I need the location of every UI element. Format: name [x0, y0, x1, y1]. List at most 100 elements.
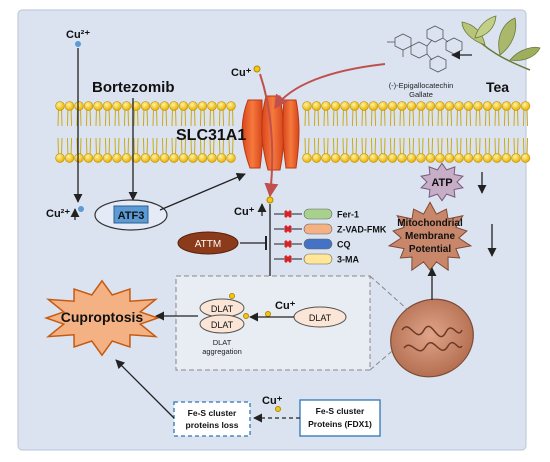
lipid-head — [321, 153, 331, 163]
lipid-head — [169, 153, 179, 163]
lipid-head — [197, 101, 208, 111]
lipid-head — [425, 101, 436, 111]
lipid-head — [416, 101, 426, 111]
lipid-head — [311, 153, 322, 163]
lipid-head — [83, 101, 94, 111]
cu-plus-influx-arrow — [259, 73, 279, 198]
cu-plus-ion-mid — [266, 196, 274, 204]
lipid-head — [359, 153, 369, 163]
lipid-head — [378, 101, 388, 111]
lipid-head — [188, 101, 198, 111]
mmp-label-line3: Potential — [409, 244, 451, 255]
lipid-head — [188, 153, 198, 163]
lipid-head — [207, 101, 217, 111]
fes-fdx1-line1: Fe-S cluster — [316, 406, 365, 416]
block-x-icon: ✖ — [283, 209, 292, 221]
lipid-head — [121, 101, 132, 111]
dlat-single-label: DLAT — [309, 313, 332, 323]
inhibitor-pill — [303, 208, 333, 220]
lipid-head — [492, 101, 502, 111]
dlat-aggregate-2 — [199, 314, 245, 334]
lipid-head — [416, 153, 426, 163]
membrane-heads — [55, 101, 531, 163]
cu-dot-1 — [229, 293, 235, 299]
block-x-icon: ✖ — [283, 224, 292, 236]
lipid-head — [406, 153, 417, 163]
lipid-head — [197, 153, 208, 163]
lipid-head — [112, 101, 122, 111]
atp-starburst — [420, 162, 464, 202]
inhibitor-pill — [303, 238, 333, 250]
lipid-head — [473, 153, 483, 163]
lipid-head — [473, 101, 483, 111]
lipid-head — [216, 153, 227, 163]
lipid-head — [444, 153, 455, 163]
atf3-box — [113, 205, 149, 224]
lipid-head — [311, 101, 322, 111]
inhibitor-pill — [303, 253, 333, 265]
lipid-head — [321, 101, 331, 111]
lipid-head — [150, 101, 160, 111]
mitochondrion-icon — [390, 298, 474, 378]
lipid-head — [93, 101, 103, 111]
atp-label: ATP — [431, 177, 452, 189]
lipid-head — [102, 101, 113, 111]
egcg-label-line2: Gallate — [409, 90, 433, 99]
cu-plus-dlat-label: Cu⁺ — [275, 300, 296, 312]
atf3-label: ATF3 — [118, 210, 145, 222]
lipid-head — [444, 101, 455, 111]
cu2-ion-top — [75, 41, 81, 47]
cu-plus-top-label: Cu⁺ — [231, 67, 252, 79]
inhibitor-label: Z-VAD-FMK — [337, 225, 387, 235]
lipid-head — [435, 101, 445, 111]
egcg-to-slc31a1-arrow — [274, 63, 386, 110]
lipid-head — [359, 101, 369, 111]
lipid-head — [387, 101, 398, 111]
lipid-head — [397, 101, 407, 111]
lipid-head — [492, 153, 502, 163]
lipid-head — [463, 101, 474, 111]
dlat-agg-label-line2: aggregation — [202, 347, 242, 356]
lipid-head — [302, 101, 312, 111]
lipid-head — [140, 153, 151, 163]
lipid-head — [74, 101, 84, 111]
lipid-head — [64, 101, 75, 111]
lipid-head — [93, 153, 103, 163]
cu-dot-2 — [243, 313, 249, 319]
cuproptosis-starburst — [43, 279, 161, 357]
inhibitor-label: CQ — [337, 240, 351, 250]
zoom-line-bottom — [369, 345, 399, 371]
lipid-head — [387, 153, 398, 163]
cu-dot-4 — [275, 406, 281, 412]
lipid-head — [340, 153, 350, 163]
fes-loss-line1: Fe-S cluster — [188, 408, 237, 418]
lipid-head — [511, 101, 521, 111]
mmp-label-line1: Mitochondrial — [397, 218, 463, 229]
lipid-head — [131, 101, 141, 111]
lipid-head — [454, 153, 464, 163]
attm-label: ATTM — [195, 239, 221, 250]
lipid-head — [340, 101, 350, 111]
lipid-head — [169, 101, 179, 111]
lipid-head — [482, 101, 493, 111]
fes-loss-box — [173, 401, 251, 437]
cu2-top-label: Cu²⁺ — [66, 29, 90, 41]
cu-dot-3 — [265, 311, 271, 317]
dlat-agg-label-line1: DLAT — [213, 338, 232, 347]
inhibitor-label: Fer-1 — [337, 210, 359, 220]
lipid-head — [302, 153, 312, 163]
lipid-head — [330, 153, 341, 163]
lipid-head — [55, 153, 65, 163]
cuproptosis-label: Cuproptosis — [61, 309, 144, 325]
lipid-head — [150, 153, 160, 163]
bortezomib-label: Bortezomib — [92, 79, 175, 96]
inhibitor-pill — [303, 223, 333, 235]
block-x-icon: ✖ — [283, 239, 292, 251]
lipid-head — [216, 101, 227, 111]
lipid-head — [330, 101, 341, 111]
lipid-head — [368, 153, 379, 163]
tea-leaf-icon — [461, 15, 541, 71]
fes-fdx1-box — [299, 399, 381, 437]
lipid-head — [178, 153, 189, 163]
